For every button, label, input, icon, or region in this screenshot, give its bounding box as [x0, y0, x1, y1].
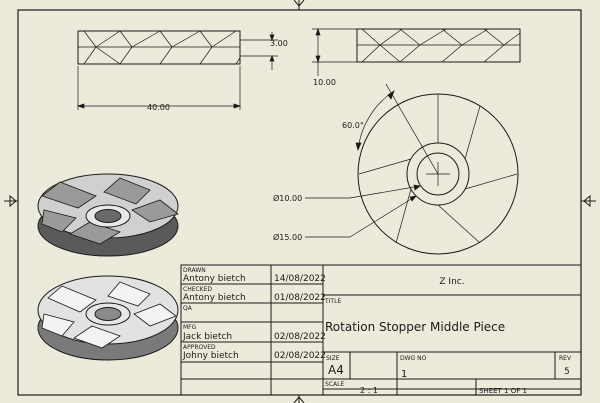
dwg-no-value: 1: [401, 369, 407, 380]
drawn-date: 14/08/2022: [274, 274, 326, 284]
dim-width-40: 40.00: [147, 103, 170, 112]
isometric-view-light: [37, 275, 179, 361]
rev-value: 5: [564, 367, 570, 377]
scale-value: 2 : 1: [360, 386, 378, 395]
front-view: 3.00 40.00: [76, 30, 288, 112]
dim-diameter-10: Ø10.00: [273, 193, 302, 203]
size-label: SIZE: [326, 355, 340, 362]
checked-by: Antony bietch: [183, 293, 246, 303]
title-block: DRAWN Antony bietch 14/08/2022 CHECKED A…: [180, 264, 582, 396]
mfg-label: MFG: [183, 324, 197, 331]
dim-height-3: 3.00: [270, 39, 288, 48]
dim-diameter-15: Ø15.00: [273, 232, 302, 242]
company-name: Z Inc.: [439, 277, 464, 287]
mfg-by: Jack bietch: [182, 332, 232, 342]
approved-date: 02/08/2022: [274, 351, 326, 361]
top-view: 60.0° Ø10.00 Ø15.00: [273, 83, 519, 255]
rev-label: REV: [559, 355, 572, 362]
side-view: 10.00: [312, 27, 521, 87]
checked-label: CHECKED: [183, 286, 212, 293]
title-label: TITLE: [324, 298, 341, 305]
size-value: A4: [328, 363, 344, 377]
drawing-title: Rotation Stopper Middle Piece: [325, 320, 505, 334]
centering-marks: [4, 0, 596, 403]
mfg-date: 02/08/2022: [274, 332, 326, 342]
approved-by: Johny bietch: [182, 351, 239, 361]
dwg-no-label: DWG NO: [400, 355, 427, 362]
qa-label: QA: [183, 305, 193, 312]
approved-label: APPROVED: [183, 344, 216, 351]
dim-height-10: 10.00: [313, 78, 336, 87]
dim-angle-60: 60.0°: [342, 121, 364, 130]
drawn-label: DRAWN: [183, 267, 206, 274]
drawn-by: Antony bietch: [183, 274, 246, 284]
scale-label: SCALE: [325, 381, 344, 388]
isometric-view-dark: [37, 173, 179, 257]
sheet-number: SHEET 1 OF 1: [479, 387, 527, 395]
checked-date: 01/08/2022: [274, 293, 326, 303]
